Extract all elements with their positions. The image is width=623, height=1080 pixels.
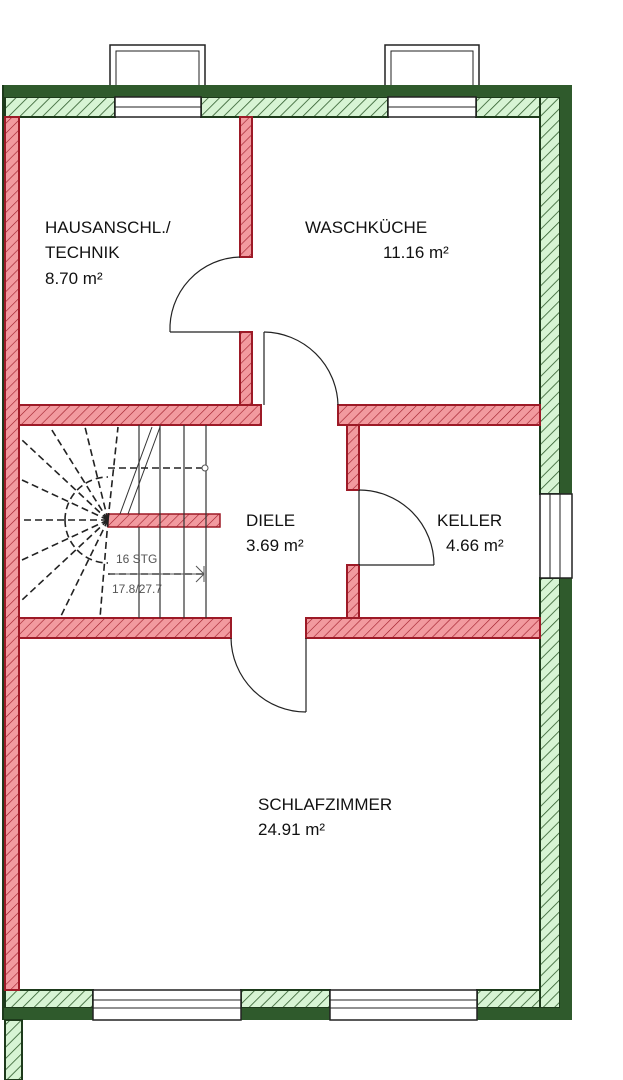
- wall-keller-lower: [346, 564, 360, 619]
- wall-bottom-middle: [240, 989, 331, 1009]
- room-area-schlafzimmer: 24.91 m²: [258, 820, 325, 839]
- wall-top-right: [475, 96, 541, 118]
- wall-top-left: [4, 96, 116, 118]
- wall-middle-right: [337, 404, 541, 426]
- wall-lower-left: [18, 617, 232, 639]
- door-waschkueche: [263, 331, 339, 406]
- room-area-hausanschl: 8.70 m²: [45, 269, 103, 288]
- window-right: [539, 493, 573, 579]
- stair-arrow: [110, 565, 205, 583]
- wall-lower-right: [305, 617, 541, 639]
- wall-keller-upper: [346, 424, 360, 491]
- stair-start-marker: [201, 464, 209, 472]
- windows: [92, 44, 573, 1021]
- stair-steps-label: 16 STG: [116, 552, 157, 566]
- window-bottom-left: [92, 989, 242, 1021]
- room-name-hausanschl: HAUSANSCHL./: [45, 218, 171, 237]
- wall-technik-lower: [239, 331, 253, 408]
- stair-treads: [119, 425, 207, 618]
- door-technik: [169, 256, 241, 333]
- outer-edge-top: [3, 85, 572, 97]
- wall-bottom-right: [476, 989, 541, 1009]
- wall-bottom-left-post: [4, 1019, 23, 1080]
- wall-technik-upper: [239, 116, 253, 258]
- room-labels: HAUSANSCHL./ TECHNIK 8.70 m² WASCHKÜCHE …: [45, 218, 504, 839]
- room-area-waschkueche: 11.16 m²: [383, 243, 449, 262]
- wall-left-vertical: [4, 116, 20, 991]
- wall-right-upper: [539, 96, 561, 495]
- stair-dimensions-label: 17.8/27.7: [112, 582, 162, 596]
- wall-right-lower: [539, 577, 561, 1009]
- room-name-waschkueche: WASCHKÜCHE: [305, 218, 427, 237]
- room-name-diele: DIELE: [246, 511, 295, 530]
- interior-walls: [4, 116, 541, 991]
- room-name2-technik: TECHNIK: [45, 243, 120, 262]
- room-area-keller: 4.66 m²: [446, 536, 504, 555]
- wall-bottom-left: [4, 989, 94, 1009]
- window-top-left: [109, 44, 206, 118]
- door-schlafzimmer: [230, 637, 307, 713]
- room-name-keller: KELLER: [437, 511, 502, 530]
- window-top-right: [384, 44, 480, 118]
- stair-landing-beam: [107, 513, 221, 528]
- doors: [169, 256, 435, 713]
- room-name-schlafzimmer: SCHLAFZIMMER: [258, 795, 392, 814]
- wall-top-middle: [200, 96, 389, 118]
- room-area-diele: 3.69 m²: [246, 536, 304, 555]
- wall-middle-left: [18, 404, 262, 426]
- door-keller: [358, 489, 435, 566]
- outer-edge-bottom: [3, 1008, 572, 1020]
- window-bottom-right: [329, 989, 478, 1021]
- staircase: 16 STG 17.8/27.7: [21, 425, 209, 619]
